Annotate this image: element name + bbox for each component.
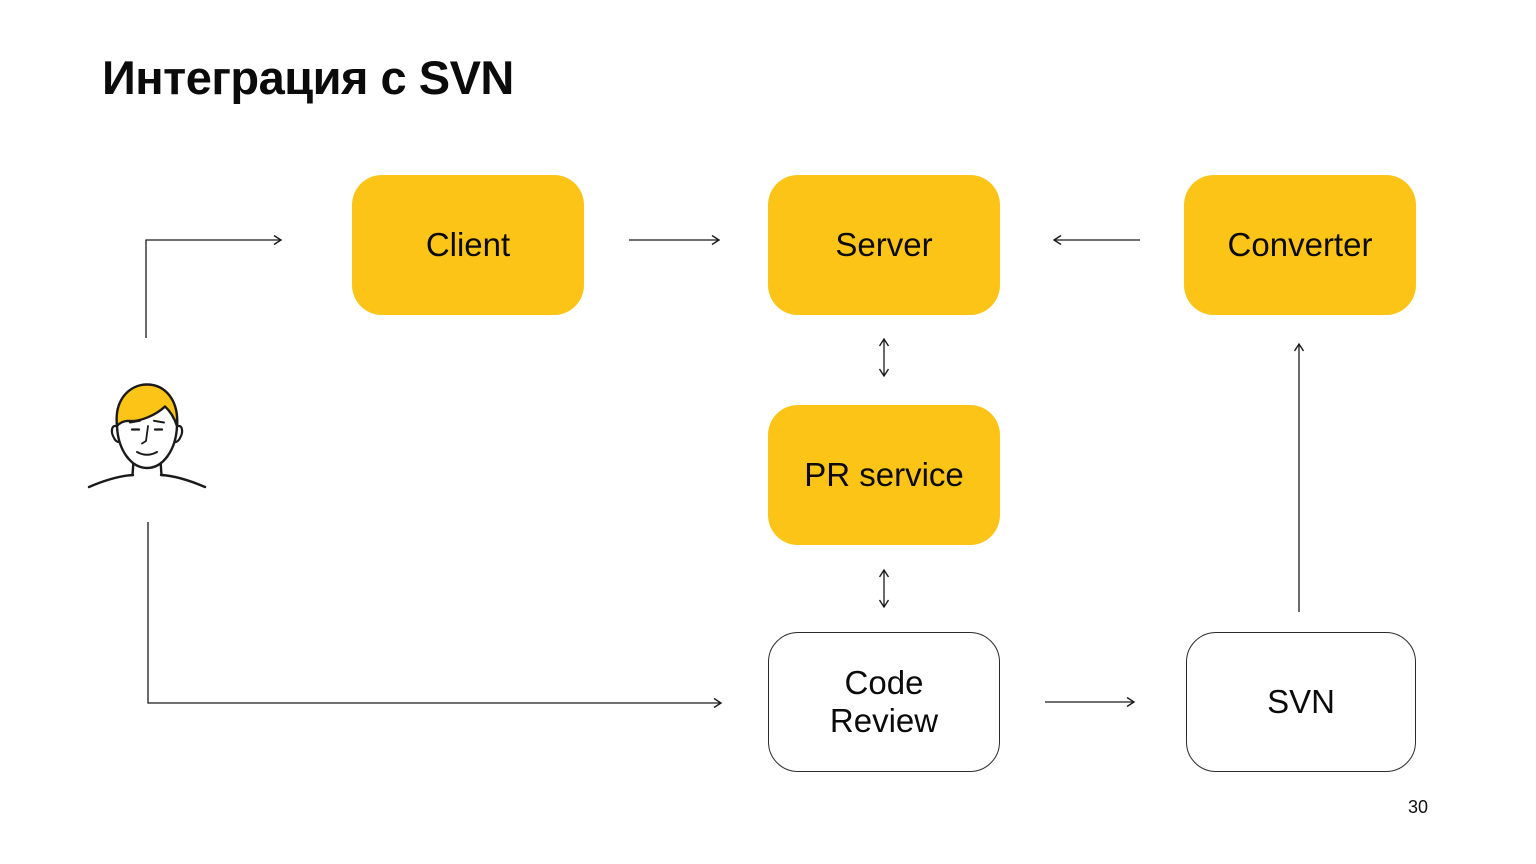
person-icon bbox=[87, 383, 207, 489]
arrow-user-to-client bbox=[145, 240, 281, 338]
node-server: Server bbox=[768, 175, 1000, 315]
node-client: Client bbox=[352, 175, 584, 315]
node-svn-label: SVN bbox=[1267, 683, 1335, 721]
node-server-label: Server bbox=[835, 226, 933, 264]
node-svn: SVN bbox=[1186, 632, 1416, 772]
node-converter-label: Converter bbox=[1227, 226, 1373, 264]
page-number: 30 bbox=[1408, 797, 1429, 817]
node-client-label: Client bbox=[425, 226, 511, 264]
node-converter: Converter bbox=[1184, 175, 1416, 315]
node-code-review: Code Review bbox=[768, 632, 1000, 772]
node-code-review-label: Code Review bbox=[829, 664, 939, 739]
page-title: Интеграция с SVN bbox=[102, 51, 514, 104]
arrow-user-to-review bbox=[147, 522, 721, 703]
node-pr-service: PR service bbox=[768, 405, 1000, 545]
node-pr-service-label: PR service bbox=[804, 456, 964, 494]
